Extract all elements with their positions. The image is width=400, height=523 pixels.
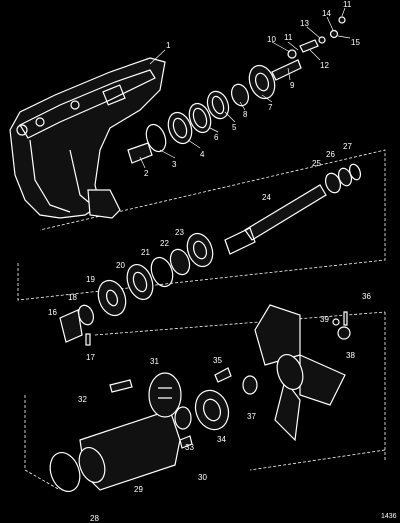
bearing-carrier-group [49,372,230,492]
section-separators [17,149,386,491]
part-21 [150,256,174,288]
propeller-hub [276,353,304,391]
part-11-top [338,16,346,24]
middle-parts [59,163,362,346]
callout-39: 39 [320,315,329,324]
callout-12: 12 [320,61,329,70]
callout-3: 3 [172,160,177,169]
figure-reference-number: 1436 [381,513,397,520]
callout-18: 18 [68,293,77,302]
part-24 [244,184,327,241]
gear-housing [9,57,166,219]
part-7 [248,64,276,100]
callout-11b: 11 [343,0,352,9]
callout-31: 31 [150,357,159,366]
callout-26: 26 [326,150,335,159]
separator-upper [17,149,386,301]
part-23 [186,232,214,268]
part-36 [343,311,348,326]
callout-27: 27 [343,142,352,151]
callout-7: 7 [268,103,273,112]
separator-lower-left [24,395,61,491]
part-27 [348,163,362,181]
callout-28: 28 [90,514,99,523]
part-32 [109,379,133,393]
upper-parts [127,16,346,164]
callout-6: 6 [214,133,219,142]
callout-20: 20 [116,261,125,270]
propeller-group [214,304,351,442]
detail-circle [148,372,182,418]
part-39 [332,318,340,326]
callout-34: 34 [217,435,226,444]
callout-23: 23 [175,228,184,237]
callout-17: 17 [86,353,95,362]
part-33 [174,406,192,430]
part-2 [127,142,153,164]
callout-29: 29 [134,485,143,494]
part-37 [242,375,258,395]
part-38 [337,326,351,340]
part-28 [49,452,81,492]
separator-middle [94,311,386,336]
callout-38: 38 [346,351,355,360]
part-13 [318,36,326,44]
callout-32: 32 [78,395,87,404]
callout-15: 15 [351,38,360,47]
part-34 [194,389,230,431]
callout-13: 13 [300,19,309,28]
callout-35: 35 [213,356,222,365]
callout-30: 30 [198,473,207,482]
callout-5: 5 [232,123,237,132]
callout-1: 1 [166,41,171,50]
part-14 [329,29,339,39]
part-12 [299,39,319,53]
callout-25: 25 [312,159,321,168]
callout-4: 4 [200,150,205,159]
callout-22: 22 [160,239,169,248]
leader-lines [139,7,351,169]
callout-37: 37 [247,412,256,421]
part-19 [97,279,127,317]
part-8 [230,83,250,107]
part-20 [126,263,154,301]
callout-16: 16 [48,308,57,317]
callout-2: 2 [144,169,149,178]
callout-19: 19 [86,275,95,284]
part-16 [59,309,83,343]
part-22 [169,248,191,276]
callout-24: 24 [262,193,271,202]
separator-bottom-right [249,449,386,471]
part-9 [271,59,302,81]
callout-11a: 11 [284,33,293,42]
part-3 [145,123,167,153]
callout-9: 9 [290,81,295,90]
callout-10: 10 [267,35,276,44]
part-35 [214,367,232,383]
part-30 [179,435,193,449]
callout-14: 14 [322,9,331,18]
part-17 [85,333,91,346]
callout-labels: 1 2 3 4 5 6 7 8 9 10 11 11 12 13 14 15 1… [48,0,371,523]
callout-8: 8 [243,110,248,119]
callout-33: 33 [185,443,194,452]
callout-36: 36 [362,292,371,301]
callout-21: 21 [141,248,150,257]
